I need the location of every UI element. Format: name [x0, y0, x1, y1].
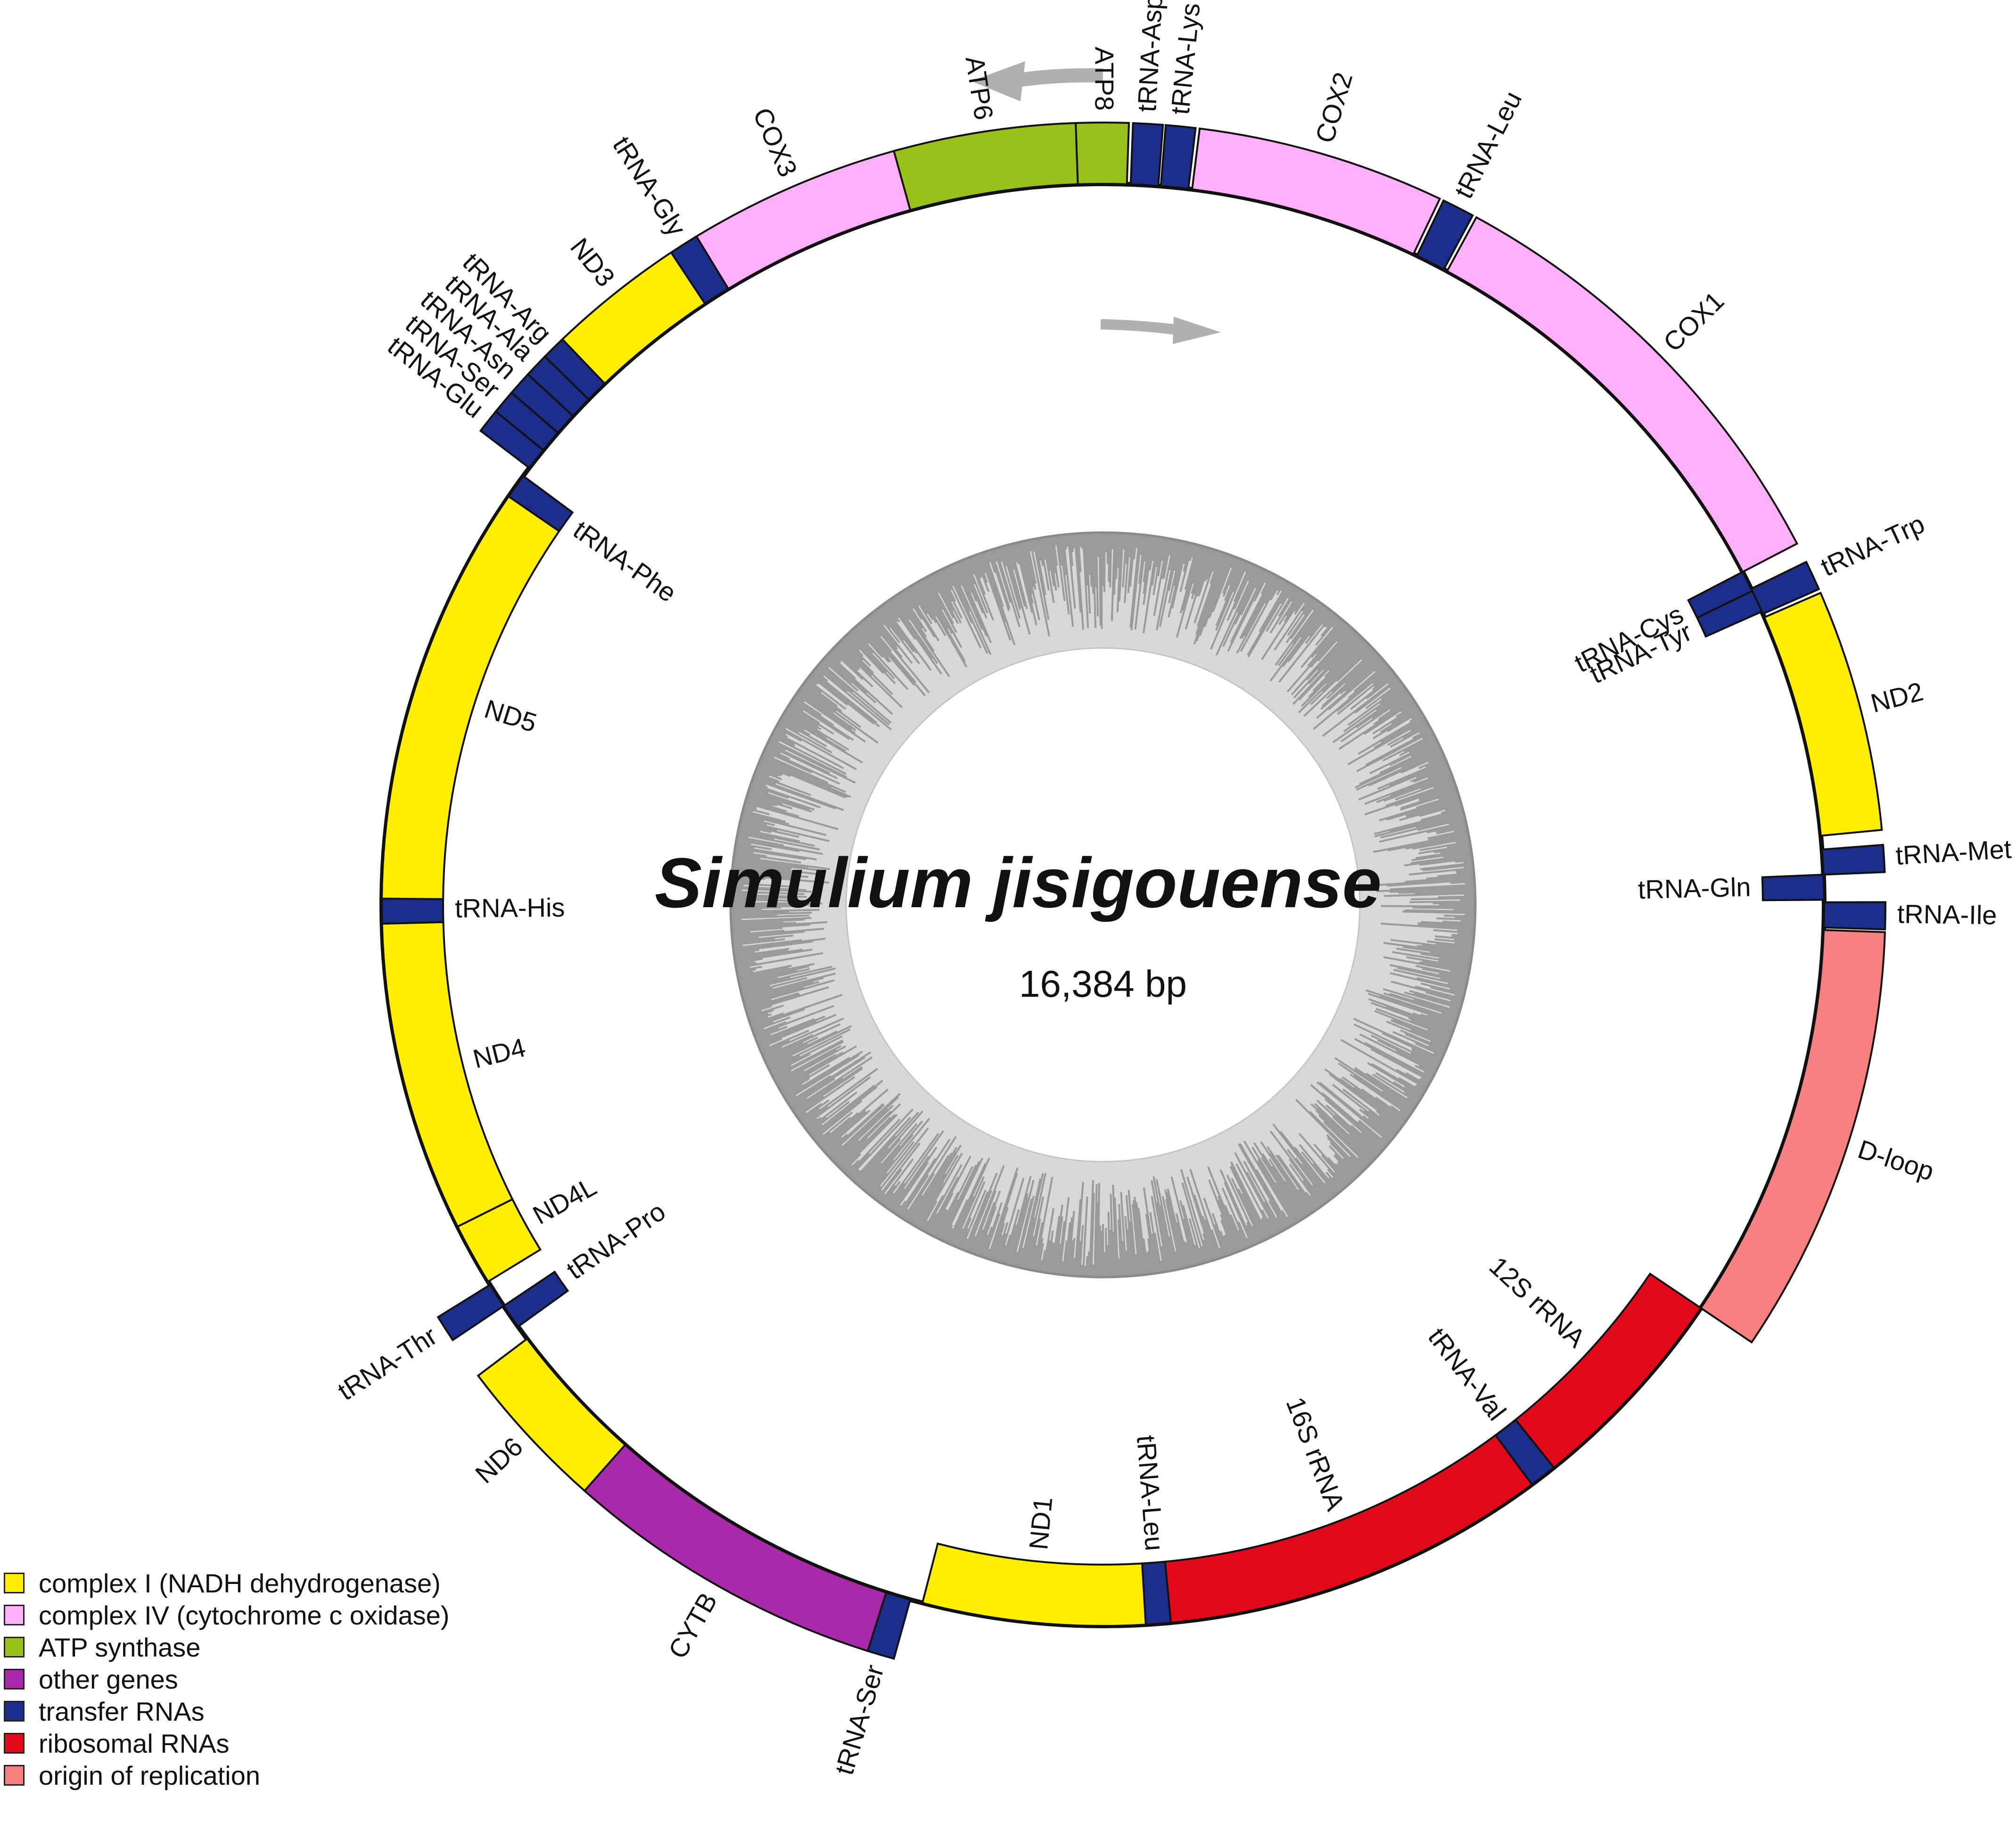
legend-label: complex I (NADH dehydrogenase) [39, 1568, 441, 1598]
gene-label-trna-leu: tRNA-Leu [1448, 86, 1528, 203]
gene-block-nd1 [921, 1542, 1147, 1627]
gene-label-nd4: ND4 [470, 1032, 528, 1074]
gene-label-nd2: ND2 [1868, 676, 1926, 718]
legend-item-rrna: ribosomal RNAs [4, 1727, 546, 1759]
gene-block-trna-thr [436, 1283, 505, 1342]
gene-block-trna-gln [1761, 873, 1825, 902]
legend-swatch [4, 1765, 25, 1786]
gene-block-cox1 [1446, 216, 1799, 574]
legend-swatch [4, 1669, 25, 1690]
gene-label-trna-val: tRNA-Val [1423, 1322, 1512, 1426]
legend: complex I (NADH dehydrogenase)complex IV… [4, 1567, 546, 1791]
legend-swatch [4, 1733, 25, 1754]
gene-block-atp8 [1075, 122, 1130, 186]
gene-block-d-loop [1699, 929, 1886, 1344]
gene-block-nd4 [381, 921, 514, 1228]
gene-label-atp8: ATP8 [1090, 47, 1119, 111]
gene-label-trna-met: tRNA-Met [1895, 834, 2013, 870]
gene-label-nd5: ND5 [481, 694, 541, 738]
gene-block-trna-lys [1160, 124, 1197, 190]
gene-label-cytb: CYTB [662, 1588, 723, 1664]
gene-block-cox3 [695, 149, 912, 290]
gene-label-trna-asp: tRNA-Asp [1132, 0, 1168, 113]
gene-blocks [380, 122, 1886, 1660]
gene-block-trna-leu [1415, 199, 1474, 271]
gc-content-ring [729, 531, 1477, 1279]
legend-item-complex-IV: complex IV (cytochrome c oxidase) [4, 1599, 546, 1631]
gene-label-cox2: COX2 [1309, 69, 1358, 146]
gene-block-nd6 [477, 1337, 627, 1493]
gene-label-trna-phe: tRNA-Phe [568, 515, 682, 608]
inner-strand-arrow [1100, 319, 1179, 335]
gc-skew-spikes [730, 532, 1476, 1278]
legend-item-complex-I: complex I (NADH dehydrogenase) [4, 1567, 546, 1599]
gene-block-trna-asp [1129, 122, 1164, 187]
outer-strand-arrow [1017, 68, 1103, 87]
legend-item-trna: transfer RNAs [4, 1695, 546, 1727]
gene-label-trna-trp: tRNA-Trp [1816, 509, 1929, 582]
gene-block-nd2 [1763, 591, 1883, 837]
strand-arrows [971, 61, 1221, 344]
gene-label-trna-ile: tRNA-Ile [1897, 899, 1997, 930]
gene-label-cox1: COX1 [1657, 286, 1729, 357]
gene-label-nd6: ND6 [469, 1431, 528, 1489]
legend-item-atp: ATP synthase [4, 1631, 546, 1663]
legend-swatch [4, 1637, 25, 1657]
legend-label: ribosomal RNAs [39, 1728, 230, 1758]
gene-label-nd4l: ND4L [528, 1172, 601, 1230]
legend-swatch [4, 1605, 25, 1625]
gene-label-trna-lys: tRNA-Lys [1165, 1, 1205, 116]
gene-block-trna-leu [1141, 1560, 1172, 1626]
gene-label-d-loop: D-loop [1854, 1134, 1937, 1186]
gene-block-cytb [583, 1444, 888, 1652]
genome-length: 16,384 bp [1019, 963, 1187, 1005]
gc-ring-outer-edge [729, 531, 1477, 1279]
gene-block-trna-met [1821, 844, 1886, 876]
gene-block-trna-pro [502, 1271, 569, 1328]
gene-label-trna-ser: tRNA-Ser [829, 1661, 889, 1778]
legend-item-other: other genes [4, 1663, 546, 1695]
legend-label: ATP synthase [39, 1632, 201, 1662]
legend-label: transfer RNAs [39, 1696, 205, 1726]
gene-label-atp6: ATP6 [960, 54, 999, 122]
gene-label-cox3: COX3 [748, 103, 803, 181]
gene-label-trna-gly: tRNA-Gly [607, 131, 692, 241]
gene-label-12s-rrna: 12S rRNA [1484, 1251, 1592, 1353]
outer-strand-arrowhead [971, 61, 1025, 101]
legend-item-origin: origin of replication [4, 1759, 546, 1791]
gene-block-atp6 [892, 122, 1079, 212]
legend-label: origin of replication [39, 1760, 261, 1790]
legend-label: other genes [39, 1664, 178, 1694]
species-title: Simulium jisigouense [655, 843, 1382, 922]
gene-block-trna-tyr [1695, 590, 1763, 638]
gene-block-trna-phe [507, 475, 574, 533]
inner-strand-arrowhead [1173, 317, 1221, 344]
gene-block-nd5 [381, 495, 561, 900]
gene-block-cox2 [1191, 127, 1441, 255]
gene-block-trna-his [380, 897, 444, 925]
gene-label-trna-thr: tRNA-Thr [332, 1321, 442, 1406]
gene-label-nd3: ND3 [565, 232, 621, 292]
gene-block-trna-ile [1823, 901, 1886, 931]
gene-block-16s-rrna [1164, 1434, 1533, 1624]
gene-label-trna-gln: tRNA-Gln [1637, 872, 1751, 904]
gc-ring-inner-edge [845, 647, 1361, 1163]
gene-label-nd1: ND1 [1023, 1496, 1058, 1551]
gene-label-trna-his: tRNA-His [455, 893, 565, 923]
legend-swatch [4, 1573, 25, 1593]
legend-swatch [4, 1701, 25, 1722]
legend-label: complex IV (cytochrome c oxidase) [39, 1600, 450, 1630]
gene-label-trna-leu: tRNA-Leu [1131, 1434, 1170, 1552]
gene-label-16s-rrna: 16S rRNA [1280, 1393, 1350, 1515]
